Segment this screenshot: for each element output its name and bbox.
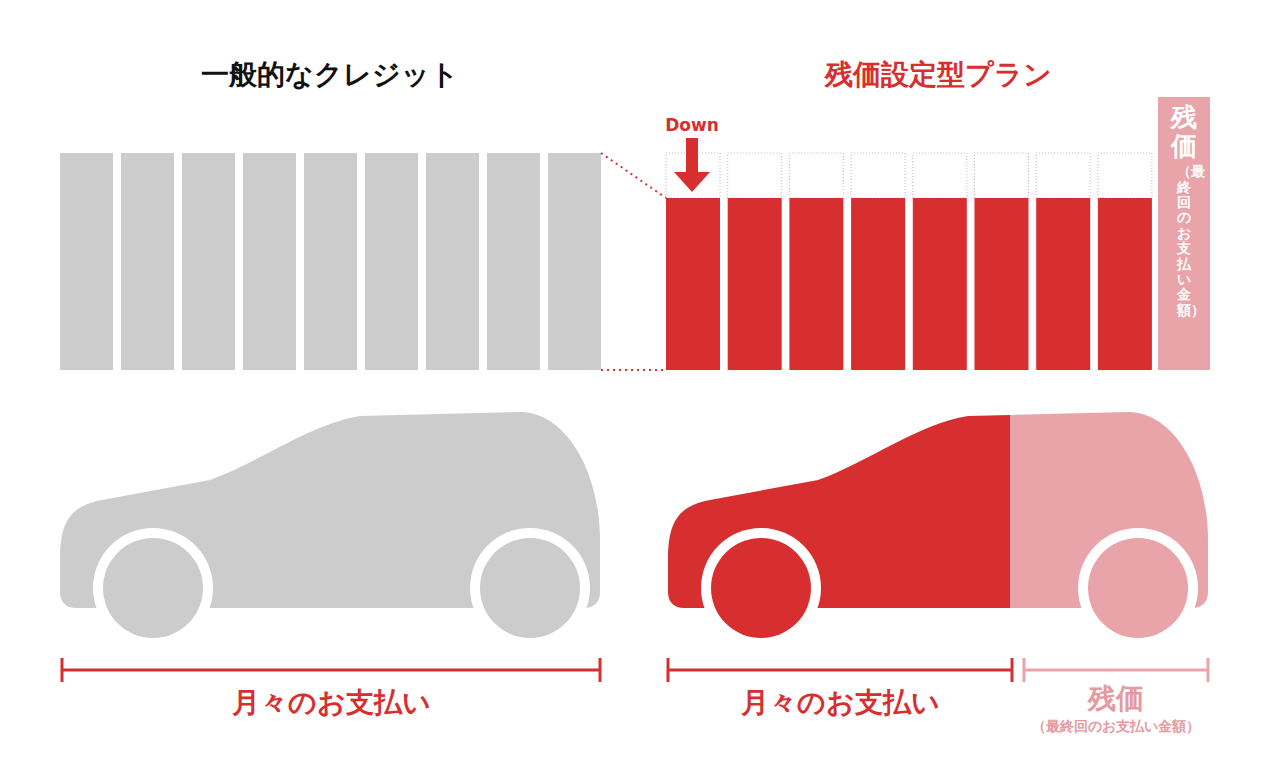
residual-band: 残価 （最終回のお支払い金額） (1158, 97, 1210, 370)
payment-bars (60, 153, 601, 370)
car-red (668, 412, 1010, 640)
dotted-guide (601, 369, 666, 371)
car-pink (1010, 412, 1208, 640)
down-label: Down (665, 115, 719, 135)
heading: 残価設定型プラン (825, 56, 1052, 94)
span-label: 月々のお支払い (232, 684, 431, 722)
span-bracket (62, 658, 600, 682)
dotted-guide (601, 153, 666, 198)
span-bracket (668, 658, 1012, 682)
down-arrow (674, 138, 710, 192)
span-bracket (1024, 658, 1208, 682)
band-note: （最終回のお支払い金額） (1177, 164, 1191, 318)
band-heading: 残価 (1171, 103, 1197, 160)
span-label: 月々のお支払い (741, 684, 940, 722)
span-label: 残価 (1088, 680, 1144, 718)
car-grey (60, 412, 600, 648)
heading: 一般的なクレジット (201, 56, 459, 94)
payment-bars (666, 153, 1152, 370)
span-note: （最終回のお支払い金額） (1032, 718, 1200, 736)
